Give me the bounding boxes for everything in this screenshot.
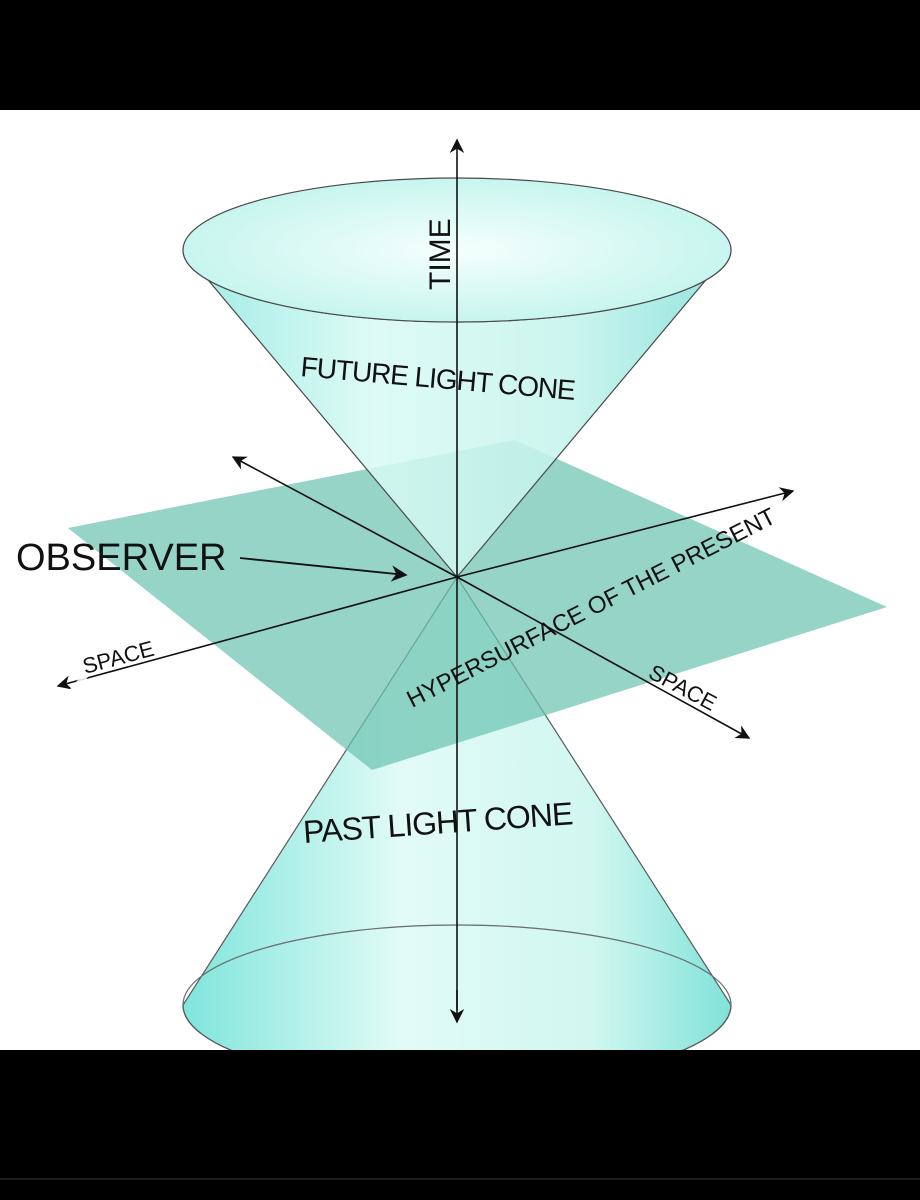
chevron-left-icon: [66, 673, 88, 717]
space-axis-right-up: [456, 487, 795, 578]
image-canvas: TIME FUTURE LIGHT CONE OBSERVER SPACE SP…: [0, 110, 920, 1050]
space-axis-front: [456, 576, 751, 739]
light-cone-diagram: TIME FUTURE LIGHT CONE OBSERVER SPACE SP…: [16, 138, 887, 1050]
space-axis-left: [56, 576, 458, 690]
next-image-button[interactable]: [820, 660, 864, 720]
observer-label: OBSERVER: [16, 537, 226, 579]
observer-arrow: [239, 557, 408, 582]
time-label: TIME: [424, 218, 457, 290]
space-axis-back: [231, 456, 458, 578]
previous-image-button[interactable]: [56, 665, 100, 725]
bottom-divider: [0, 1178, 920, 1180]
hypersurface-plane: [68, 440, 887, 770]
chevron-right-icon: [832, 668, 854, 712]
